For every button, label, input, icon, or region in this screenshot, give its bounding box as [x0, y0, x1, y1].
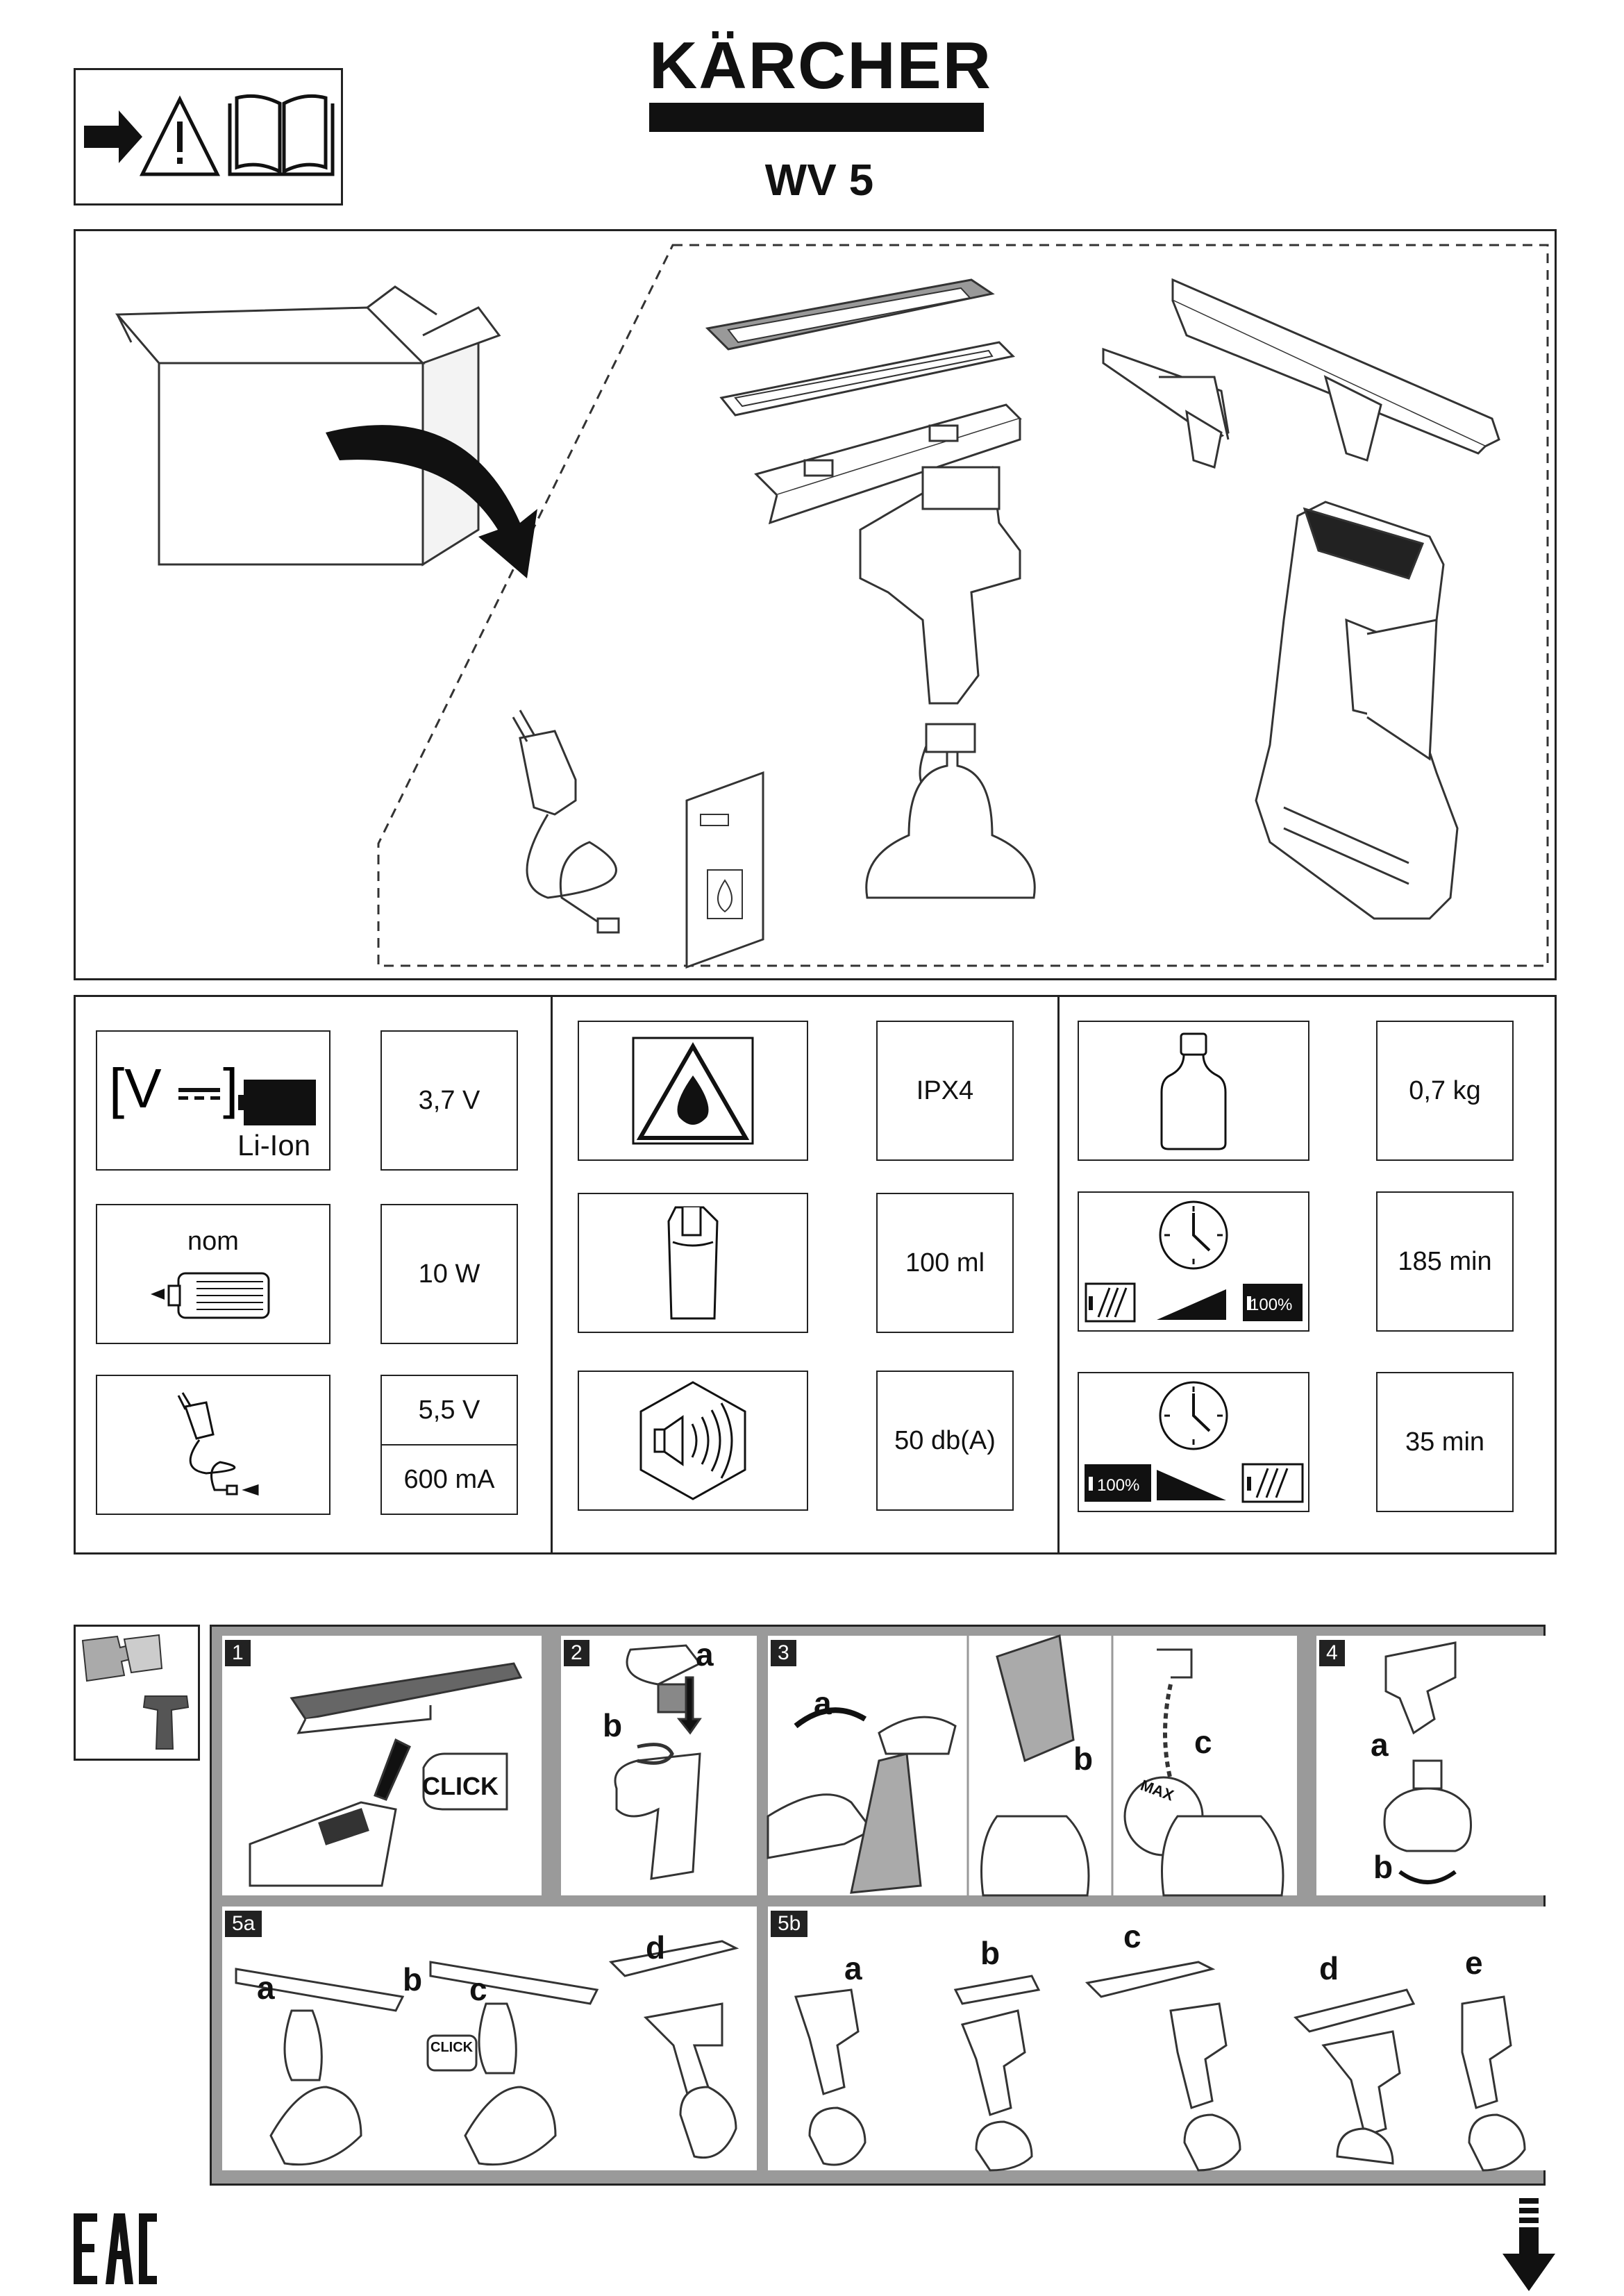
assembly-icon-box — [74, 1625, 200, 1761]
water-tank-icon — [667, 1206, 719, 1320]
charger-current-cell: 600 mA — [380, 1444, 518, 1515]
noise-value: 50 db(A) — [894, 1425, 996, 1455]
step-1-panel — [222, 1636, 542, 1895]
step-5b-label-c: c — [1123, 1918, 1141, 1954]
runtime-icon — [1085, 1381, 1304, 1503]
step-2-panel — [561, 1636, 757, 1895]
eac-mark — [69, 2211, 160, 2290]
noise-value-cell: 50 db(A) — [876, 1371, 1014, 1511]
svg-text:]: ] — [223, 1057, 238, 1119]
puzzle-assembly-icon — [81, 1634, 190, 1750]
package-box-image — [115, 285, 501, 567]
scope-of-delivery-panel — [74, 229, 1557, 980]
ip-rating-value-cell: IPX4 — [876, 1021, 1014, 1161]
charger-current-value: 600 mA — [403, 1464, 495, 1494]
charger-voltage-cell: 5,5 V — [380, 1375, 518, 1446]
sound-level-icon — [639, 1381, 746, 1500]
power-value-cell: 10 W — [380, 1204, 518, 1344]
charging-time-value: 185 min — [1398, 1246, 1492, 1276]
power-value: 10 W — [418, 1259, 480, 1289]
tank-volume-value-cell: 100 ml — [876, 1193, 1014, 1333]
step-5b-label-a: a — [844, 1950, 862, 1986]
weight-value-cell: 0,7 kg — [1376, 1021, 1514, 1161]
voltage-value: 3,7 V — [418, 1085, 480, 1115]
step-5b-panel — [768, 1907, 1546, 2172]
noise-icon-cell — [578, 1371, 808, 1511]
step-2-label-a: a — [696, 1636, 714, 1673]
step-3-label-a: a — [814, 1685, 832, 1721]
step-3-label-c: c — [1194, 1724, 1212, 1760]
step-3-label-b: b — [1073, 1741, 1094, 1777]
charging-time-value-cell: 185 min — [1376, 1191, 1514, 1332]
step-5a-click-label: CLICK — [430, 2040, 474, 2055]
window-vacuum-image — [1255, 501, 1459, 920]
step-4-number: 4 — [1319, 1640, 1345, 1666]
voltage-value-cell: 3,7 V — [380, 1030, 518, 1171]
step-1-click-label: CLICK — [422, 1772, 499, 1800]
runtime-value: 35 min — [1405, 1427, 1485, 1457]
step-5b-number: 5b — [771, 1911, 808, 1937]
suction-nozzle-image — [1102, 278, 1500, 469]
svg-text:[V: [V — [109, 1057, 162, 1119]
weight-icon — [1160, 1032, 1227, 1150]
manual-card-image — [685, 771, 764, 969]
weight-value: 0,7 kg — [1409, 1075, 1481, 1105]
battery-type-label: Li-Ion — [237, 1129, 311, 1162]
model-title: WV 5 — [764, 155, 874, 205]
ip-rating-value: IPX4 — [916, 1075, 974, 1105]
charge-full-label: 100% — [1250, 1296, 1293, 1314]
runtime-value-cell: 35 min — [1376, 1372, 1514, 1512]
water-protection-icon — [632, 1037, 754, 1145]
run-full-label: 100% — [1097, 1476, 1140, 1495]
unpack-arrow-icon — [326, 425, 537, 578]
brand-logo: KÄRCHER — [649, 28, 992, 103]
step-5b-label-e: e — [1465, 1945, 1483, 1981]
charging-time-icon — [1085, 1200, 1303, 1323]
motor-nominal-label: nom — [187, 1226, 239, 1256]
motor-power-icon-cell: nom — [96, 1204, 330, 1344]
step-3-panel — [767, 1634, 1297, 1897]
tank-volume-value: 100 ml — [905, 1248, 985, 1277]
read-manual-box — [74, 68, 343, 206]
column-divider — [551, 995, 553, 1555]
runtime-icon-cell — [1078, 1372, 1309, 1512]
step-2-label-b: b — [603, 1707, 623, 1743]
step-5a-panel — [222, 1907, 757, 2170]
step-4-label-b: b — [1373, 1849, 1393, 1885]
arrow-right-icon — [84, 110, 142, 163]
microfibre-cloth-image — [705, 278, 1016, 417]
motor-icon — [151, 1272, 270, 1318]
step-5a-label-a: a — [257, 1970, 275, 2006]
step-2-number: 2 — [564, 1640, 589, 1666]
warning-triangle-icon — [139, 95, 221, 176]
ip-rating-icon-cell — [578, 1021, 808, 1161]
step-5b-label-b: b — [980, 1935, 1001, 1971]
step-4-label-a: a — [1371, 1727, 1389, 1763]
step-5a-number: 5a — [225, 1911, 262, 1937]
battery-voltage-icon-cell: [V ] — [96, 1030, 330, 1171]
charger-output-icon-cell — [96, 1375, 330, 1515]
step-5b-label-d: d — [1319, 1950, 1339, 1986]
open-book-icon — [228, 94, 335, 176]
step-3-number: 3 — [771, 1640, 796, 1666]
step-4-panel — [1316, 1636, 1546, 1895]
step-5a-label-d: d — [646, 1929, 666, 1966]
step-5a-label-c: c — [469, 1971, 487, 2007]
charging-time-icon-cell — [1078, 1191, 1309, 1332]
spray-bottle-image — [859, 466, 1036, 899]
tank-volume-icon-cell — [578, 1193, 808, 1333]
charger-voltage-value: 5,5 V — [418, 1395, 480, 1425]
charger-image — [512, 710, 620, 934]
arrow-down-icon — [1501, 2198, 1557, 2296]
weight-icon-cell — [1078, 1021, 1309, 1161]
column-divider — [1057, 995, 1060, 1555]
step-1-number: 1 — [225, 1640, 251, 1666]
charger-icon — [177, 1392, 259, 1496]
step-5a-label-b: b — [403, 1961, 423, 1997]
brand-bar — [649, 103, 984, 132]
wiping-attachment-image — [754, 403, 1022, 525]
